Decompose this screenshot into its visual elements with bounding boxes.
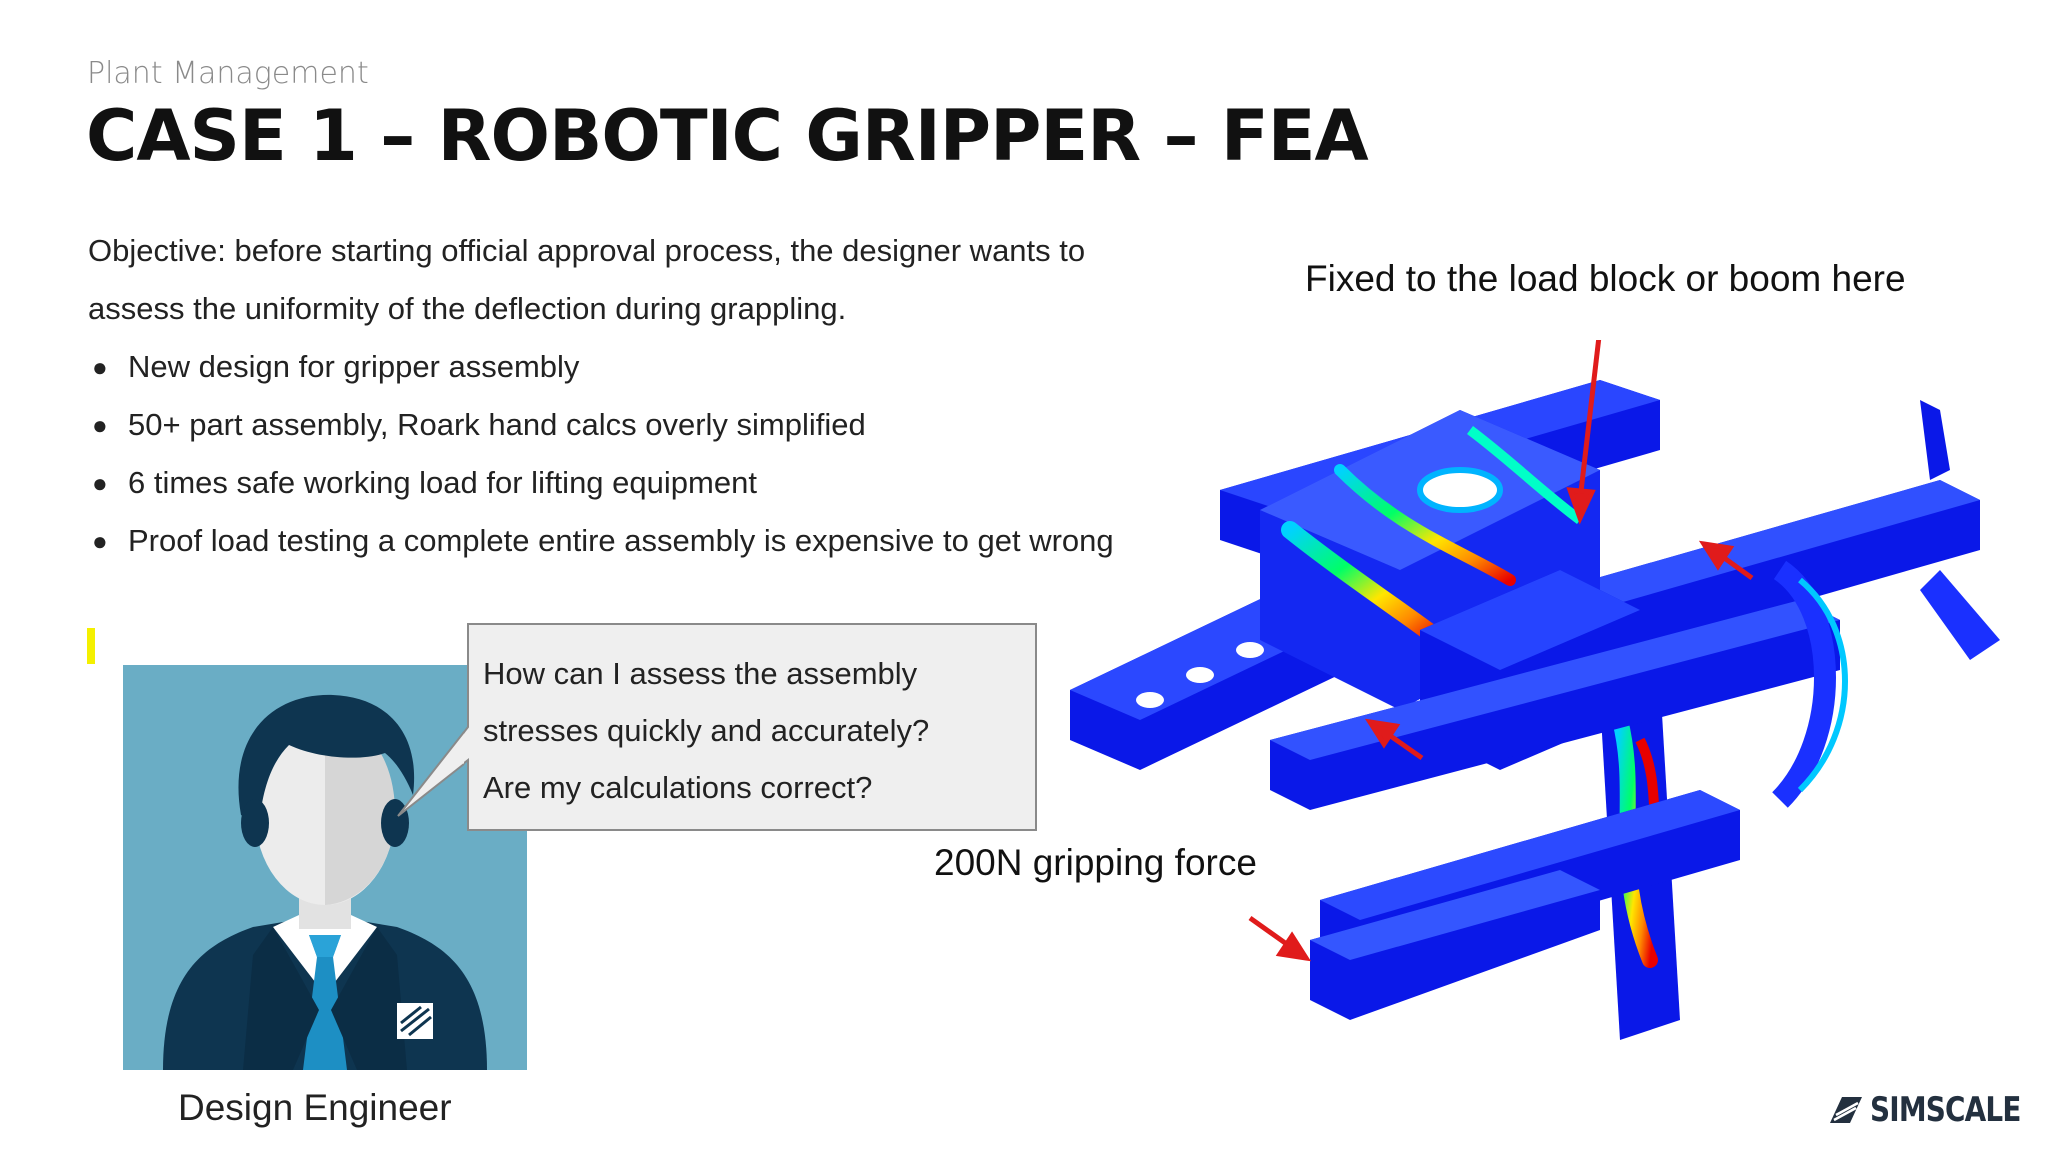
simscale-logo-icon [1830, 1097, 1862, 1123]
objective-text: Objective: before starting official appr… [88, 233, 1086, 326]
force-annotation: 200N gripping force [934, 842, 1257, 883]
fea-gripper-model [1070, 340, 2000, 1040]
bullet-text: Proof load testing a complete entire ass… [128, 523, 1114, 558]
speech-line: How can I assess the assembly [483, 656, 918, 691]
brand-logo: SIMSCALE [1828, 1088, 2048, 1132]
bullet-dot-icon: ● [92, 352, 108, 382]
speech-line: Are my calculations correct? [483, 770, 873, 805]
engineer-label: Design Engineer [178, 1087, 452, 1128]
speech-line: stresses quickly and accurately? [483, 713, 930, 748]
speech-bubble-tail [397, 731, 465, 817]
load-arrows [1248, 340, 1754, 962]
speech-text: How can I assess the assembly stresses q… [483, 645, 1023, 816]
bullet-text: 50+ part assembly, Roark hand calcs over… [128, 407, 866, 442]
bullet-dot-icon: ● [92, 526, 108, 556]
bullet-dot-icon: ● [92, 468, 108, 498]
person-avatar-icon [163, 694, 487, 1070]
bullet-dot-icon: ● [92, 410, 108, 440]
brand-name: SIMSCALE [1870, 1090, 2021, 1130]
slide-title: CASE 1 – ROBOTIC GRIPPER – FEA [86, 95, 1369, 177]
engineer-avatar-card [123, 665, 527, 1070]
bullet-item: ● New design for gripper assembly [88, 338, 1148, 396]
highlight-marker [87, 628, 95, 664]
fixed-annotation: Fixed to the load block or boom here [1305, 258, 1906, 299]
bullet-list: ● New design for gripper assembly ● 50+ pa… [88, 338, 1148, 570]
bullet-text: New design for gripper assembly [128, 349, 580, 384]
bullet-item: ● 50+ part assembly, Roark hand calcs ove… [88, 396, 1148, 454]
bullet-item: ● Proof load testing a complete entire as… [88, 512, 1148, 570]
bullet-item: ● 6 times safe working load for lifting e… [88, 454, 1148, 512]
section-label: Plant Management [87, 56, 369, 91]
speech-bubble-icon [462, 623, 1037, 831]
bullet-text: 6 times safe working load for lifting eq… [128, 465, 757, 500]
